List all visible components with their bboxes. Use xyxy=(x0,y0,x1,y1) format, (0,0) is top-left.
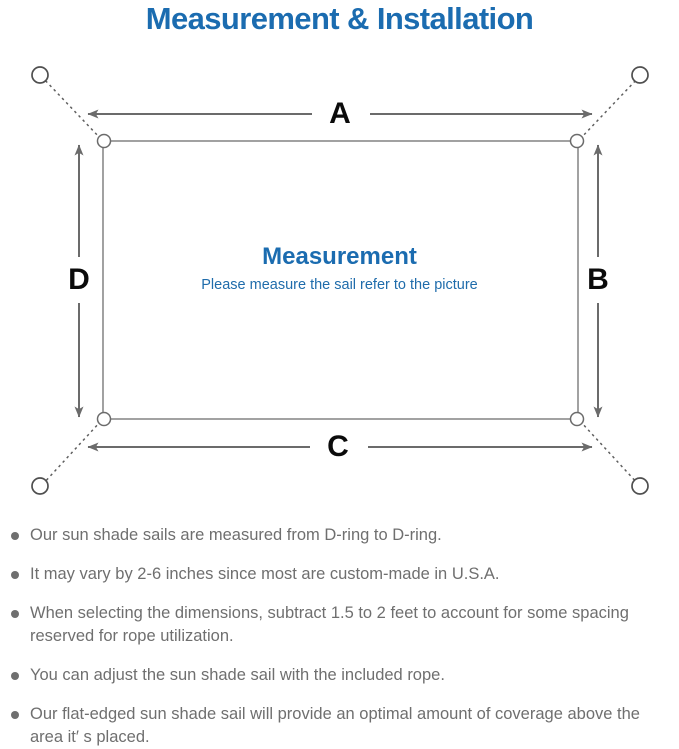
rope-top-left xyxy=(41,76,102,140)
list-item: When selecting the dimensions, subtract … xyxy=(0,602,679,648)
sail-rectangle xyxy=(102,140,579,420)
sail-subheading: Please measure the sail refer to the pic… xyxy=(201,277,478,293)
note-text: Our flat-edged sun shade sail will provi… xyxy=(30,705,640,746)
sail-measurement-diagram: Measurement Please measure the sail refe… xyxy=(0,45,679,515)
list-item: It may vary by 2-6 inches since most are… xyxy=(0,563,679,586)
anchor-rings xyxy=(31,66,649,495)
dimension-arrows xyxy=(74,109,603,452)
bullet-icon xyxy=(11,610,19,618)
note-text: You can adjust the sun shade sail with t… xyxy=(30,666,445,684)
list-item: You can adjust the sun shade sail with t… xyxy=(0,664,679,687)
d-ring-top-left xyxy=(96,133,112,149)
diagram-svg xyxy=(31,66,649,495)
rope-bottom-left xyxy=(41,420,102,486)
anchor-ring-top-left xyxy=(31,66,49,84)
anchor-ring-bottom-left xyxy=(31,477,49,495)
d-ring-bottom-right xyxy=(569,411,585,427)
d-ring-bottom-left xyxy=(96,411,112,427)
dimension-letter-d: D xyxy=(60,265,98,295)
note-text: It may vary by 2-6 inches since most are… xyxy=(30,565,500,583)
bullet-icon xyxy=(11,711,19,719)
anchor-ring-top-right xyxy=(631,66,649,84)
anchor-ring-bottom-right xyxy=(631,477,649,495)
dimension-letter-a: A xyxy=(321,99,359,129)
bullet-icon xyxy=(11,672,19,680)
dimension-letter-b: B xyxy=(579,265,617,295)
notes-list: Our sun shade sails are measured from D-… xyxy=(0,524,679,749)
rope-top-right xyxy=(579,76,640,140)
list-item: Our flat-edged sun shade sail will provi… xyxy=(0,703,679,749)
sail-heading: Measurement xyxy=(262,243,417,270)
note-text: Our sun shade sails are measured from D-… xyxy=(30,526,442,544)
bullet-icon xyxy=(11,571,19,579)
list-item: Our sun shade sails are measured from D-… xyxy=(0,524,679,547)
corner-d-rings xyxy=(96,133,585,427)
rope-lines xyxy=(41,76,640,486)
d-ring-top-right xyxy=(569,133,585,149)
bullet-icon xyxy=(11,532,19,540)
dimension-letter-c: C xyxy=(319,432,357,462)
rope-bottom-right xyxy=(579,420,640,486)
note-text: When selecting the dimensions, subtract … xyxy=(30,604,629,645)
page-title: Measurement & Installation xyxy=(145,1,534,36)
